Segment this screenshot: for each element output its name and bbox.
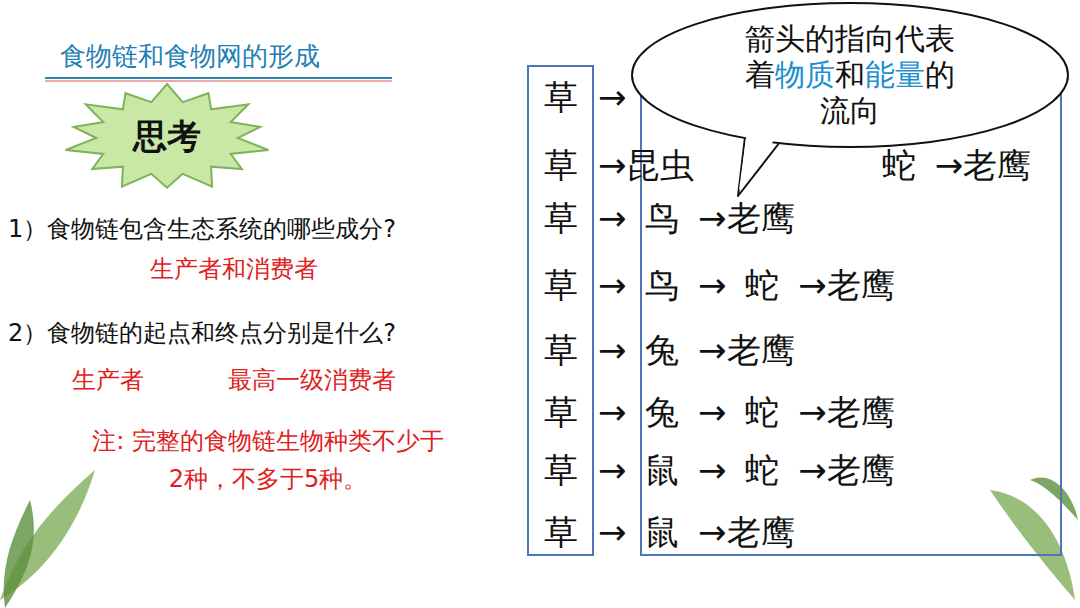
producer-name: 草	[529, 198, 592, 238]
answer: 最高一级消费者	[228, 361, 396, 399]
highlight-word: 能量	[865, 57, 925, 92]
producer-name: 草	[529, 265, 592, 305]
bubble-outline	[632, 3, 1068, 147]
question: 2）食物链的起点和终点分别是什么?	[8, 314, 396, 352]
leaf	[1030, 477, 1078, 520]
producer-name: 草	[529, 512, 592, 552]
bubble-tail-join	[739, 131, 777, 190]
producer-column: 草草草草草草草草	[527, 65, 594, 556]
starburst-label: 思考	[62, 114, 272, 158]
speech-bubble: 箭头的指向代表着物质和能量的流向	[630, 0, 1070, 150]
food-chain-row: → 鼠 → 蛇 →老鹰	[598, 450, 895, 490]
slide-title: 食物链和食物网的形成	[60, 40, 320, 72]
food-chain-row: → 鸟 → 蛇 →老鹰	[598, 265, 895, 305]
leaf	[990, 490, 1075, 600]
note: 注: 完整的食物链生物种类不少于2种，不多于5种。	[86, 422, 450, 498]
leaf	[4, 500, 34, 608]
answer: 生产者	[72, 361, 144, 399]
bubble-phrase: 和	[835, 57, 865, 92]
producer-name: 草	[529, 77, 592, 117]
highlight-word: 物质	[775, 57, 835, 92]
food-chain-row: →	[598, 77, 627, 117]
food-chain-row: → 鸟 →老鹰	[598, 198, 795, 238]
producer-name: 草	[529, 145, 592, 185]
answer: 生产者和消费者	[150, 250, 318, 288]
producer-name: 草	[529, 450, 592, 490]
question: 1）食物链包含生态系统的哪些成分?	[8, 210, 396, 248]
title-underline	[45, 81, 392, 82]
producer-name: 草	[529, 330, 592, 370]
producer-name: 草	[529, 392, 592, 432]
starburst: 思考	[62, 84, 272, 192]
food-chain-row: →昆虫	[598, 145, 695, 185]
food-chain-row: → 鼠 →老鹰	[598, 512, 795, 552]
food-chain-row: → 兔 →老鹰	[598, 330, 795, 370]
bubble-text: 箭头的指向代表着物质和能量的流向	[740, 21, 960, 129]
food-chain-row: → 兔 → 蛇 →老鹰	[598, 392, 895, 432]
title-underline	[45, 77, 392, 79]
food-chain-row: 蛇 →老鹰	[882, 145, 1031, 185]
